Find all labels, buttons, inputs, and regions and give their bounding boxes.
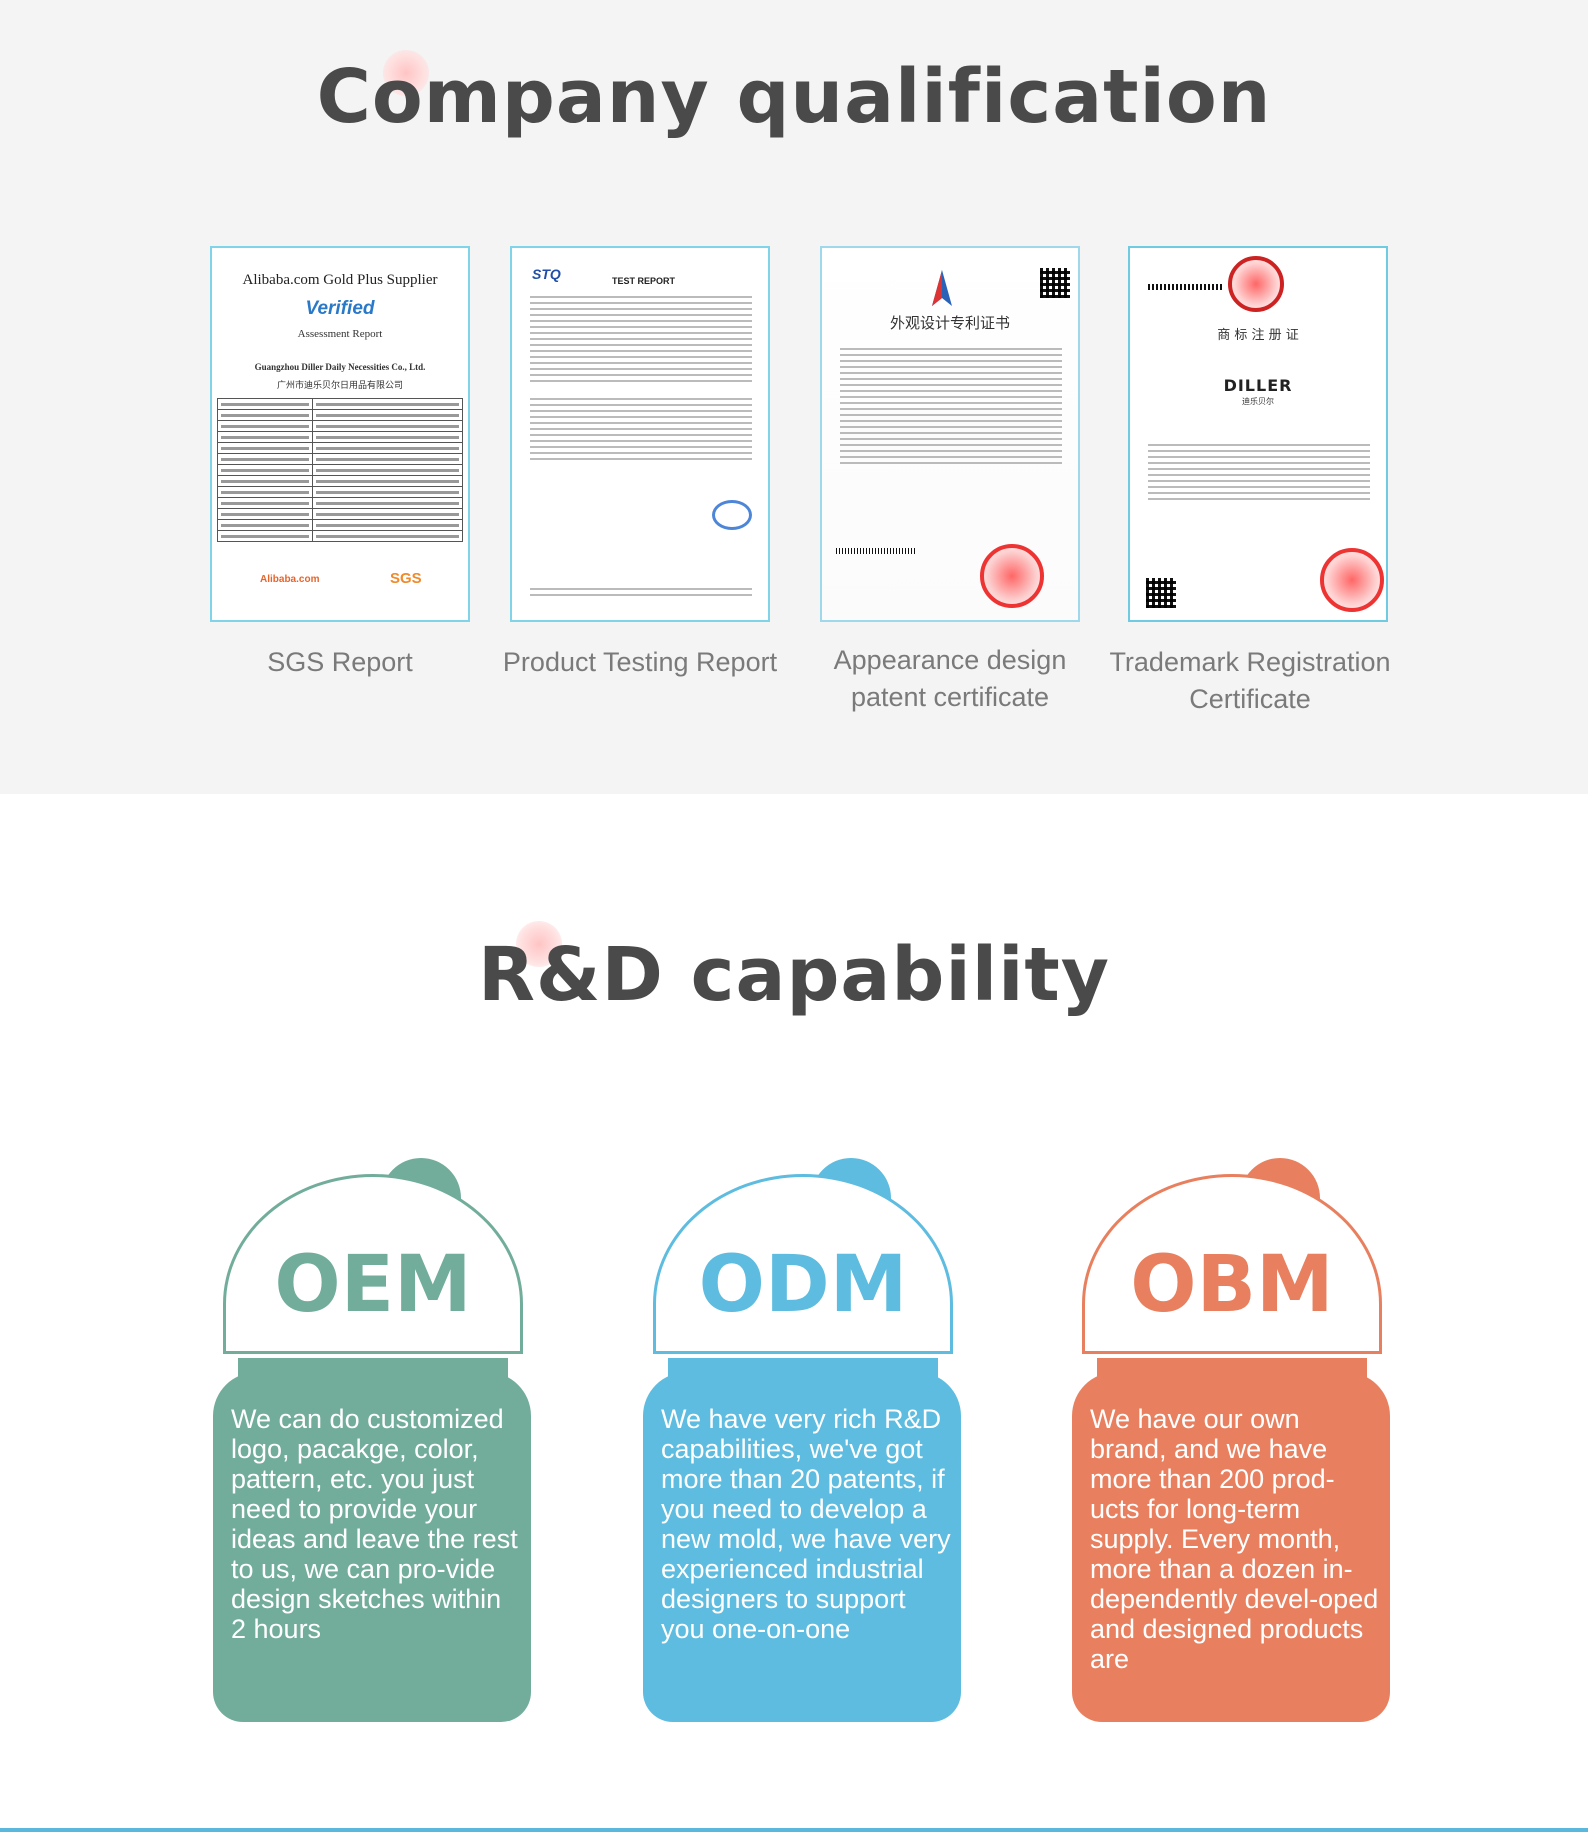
qualification-title: Company qualification <box>316 54 1272 140</box>
patent-certificate-image[interactable]: 外观设计专利证书 <box>820 246 1080 622</box>
red-seal-icon <box>1320 548 1384 612</box>
report-footer-lines <box>530 588 752 600</box>
sgs-report-image[interactable]: Alibaba.com Gold Plus Supplier Verified … <box>210 246 470 622</box>
doc-company: Guangzhou Diller Daily Necessities Co., … <box>254 362 426 372</box>
verified-badge: Verified <box>305 298 375 319</box>
patent-emblem-icon <box>922 268 962 308</box>
title-accent-dot <box>516 921 562 967</box>
caption-trademark-certificate: Trademark Registration Certificate <box>1109 647 1391 714</box>
report-text-block <box>530 296 752 386</box>
obm-card: OBM We have our own brand, and we have m… <box>1072 1154 1390 1722</box>
card-body <box>1072 1372 1390 1722</box>
trademark-heading: 商 标 注 册 证 <box>1217 328 1299 343</box>
trademark-brand: DILLER <box>1223 376 1293 395</box>
stamp-icon <box>712 500 752 530</box>
bottom-divider <box>0 1828 1588 1832</box>
red-seal-icon <box>980 544 1044 608</box>
card-body <box>643 1372 961 1722</box>
national-emblem-icon <box>1228 256 1284 312</box>
doc-table <box>217 398 463 542</box>
trademark-brand-cn: 迪乐贝尔 <box>1242 397 1274 406</box>
barcode-icon <box>836 548 916 554</box>
oem-label: OEM <box>274 1240 472 1330</box>
qualification-section: Company qualification Alibaba.com Gold P… <box>0 0 1588 794</box>
oem-card: OEM We can do customized logo, pacakge, … <box>213 1154 531 1722</box>
patent-text-block <box>840 348 1062 468</box>
oem-description: We can do customized logo, pacakge, colo… <box>231 1404 518 1644</box>
caption-sgs-report: SGS Report <box>267 647 413 677</box>
patent-heading: 外观设计专利证书 <box>889 314 1010 332</box>
odm-description: We have very rich R&D capabilities, we'v… <box>661 1404 951 1644</box>
sgs-logo: SGS <box>390 570 422 587</box>
doc-heading: Alibaba.com Gold Plus Supplier <box>242 272 438 288</box>
obm-label: OBM <box>1130 1240 1334 1330</box>
odm-label: ODM <box>698 1240 908 1330</box>
obm-description: We have our own brand, and we have more … <box>1090 1404 1379 1674</box>
caption-patent-certificate: Appearance design patent certificate <box>833 645 1067 712</box>
title-accent-dot <box>383 50 429 96</box>
barcode-icon <box>1148 284 1222 290</box>
doc-company-cn: 广州市迪乐贝尔日用品有限公司 <box>276 380 403 390</box>
rd-title: R&D capability <box>477 932 1111 1018</box>
stq-logo: STQ <box>532 266 561 282</box>
product-testing-report-image[interactable]: STQ TEST REPORT <box>510 246 770 622</box>
caption-product-testing-report: Product Testing Report <box>502 647 778 677</box>
card-body <box>213 1372 531 1722</box>
trademark-certificate-image[interactable]: 商 标 注 册 证 DILLER 迪乐贝尔 <box>1128 246 1388 622</box>
qr-code-icon <box>1146 578 1176 608</box>
odm-card: ODM We have very rich R&D capabilities, … <box>643 1154 961 1722</box>
test-report-heading: TEST REPORT <box>612 276 676 286</box>
doc-report-title: Assessment Report <box>297 328 383 340</box>
report-text-block-2 <box>530 398 752 464</box>
trademark-text-block <box>1148 444 1370 504</box>
qr-code-icon <box>1040 268 1070 298</box>
alibaba-logo: Alibaba.com <box>260 574 320 585</box>
